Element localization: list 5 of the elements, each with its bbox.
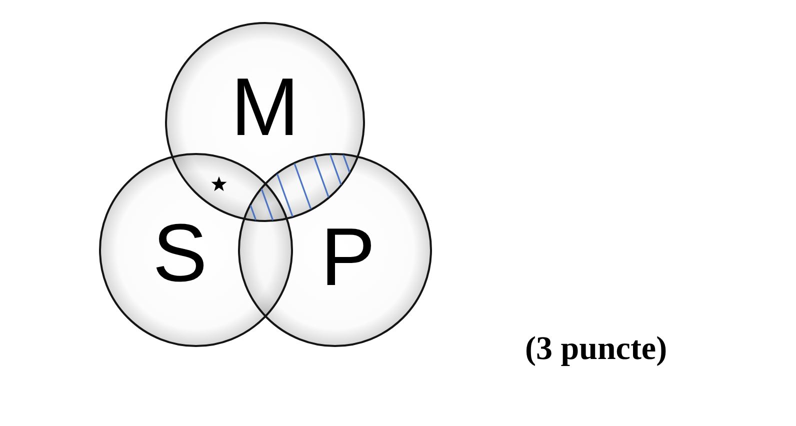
set-letter: P bbox=[320, 217, 376, 299]
set-letter: S bbox=[152, 213, 208, 295]
set-letter: M bbox=[230, 67, 300, 149]
venn-circle bbox=[238, 153, 432, 347]
points-note: (3 puncte) bbox=[525, 331, 668, 368]
